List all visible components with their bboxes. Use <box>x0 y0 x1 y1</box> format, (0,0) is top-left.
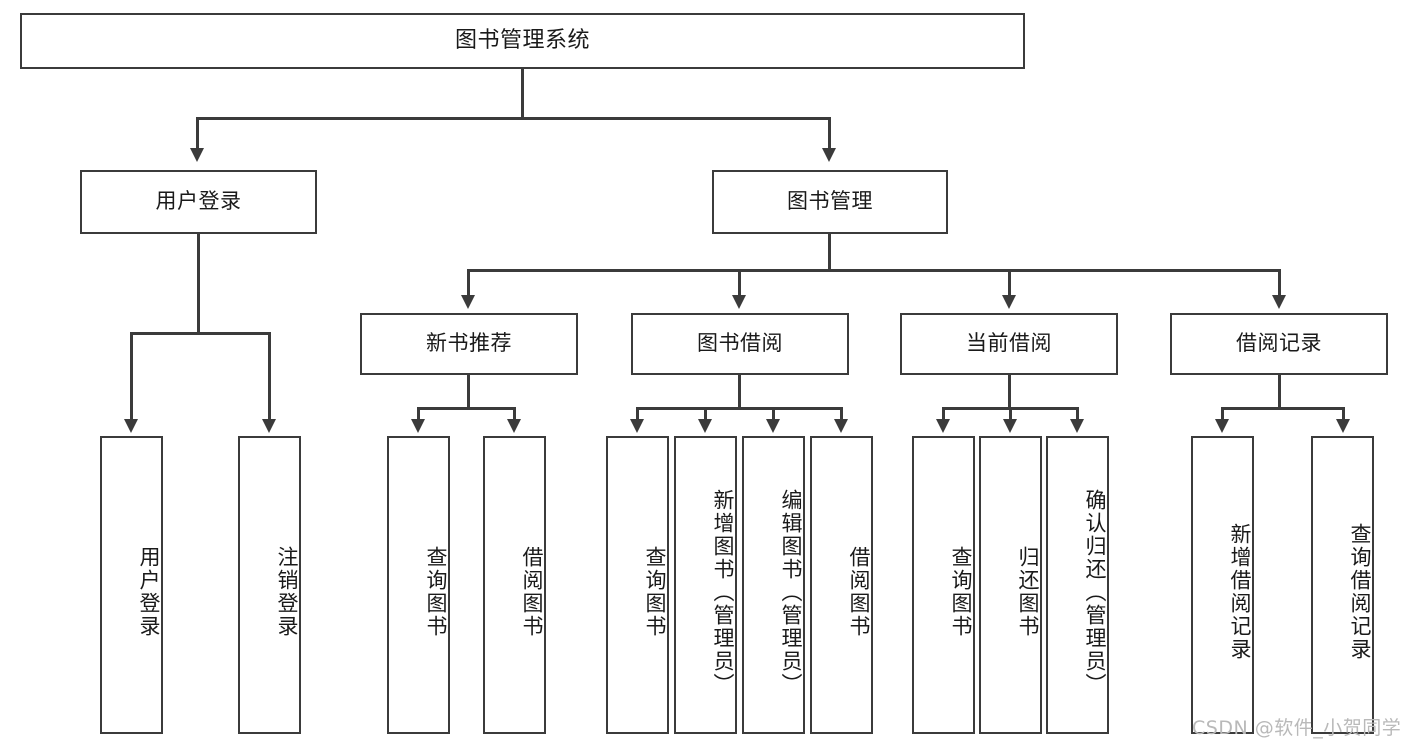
connector-bb-leaf4 <box>840 407 843 421</box>
connector-bm-to-book-borrow <box>738 269 741 297</box>
connector-nbr-trunk <box>467 375 470 409</box>
connector-user-login-bus <box>131 332 270 335</box>
node-user-login[interactable]: 用户登录 <box>80 170 317 234</box>
connector-br-leaf2 <box>1342 407 1345 421</box>
connector-bb-leaf1 <box>636 407 639 421</box>
connector-book-manage-trunk <box>828 234 831 271</box>
connector-root-trunk <box>521 69 524 118</box>
watermark-credit: CSDN @软件_小贺同学 <box>1192 717 1402 739</box>
connector-bm-to-new-book <box>467 269 470 297</box>
arrow-nbr-leaf2 <box>507 419 521 433</box>
connector-nbr-leaf1 <box>417 407 420 421</box>
leaf-borrow-book-1[interactable]: 借阅图书 <box>483 436 546 734</box>
leaf-return-book[interactable]: 归还图书 <box>979 436 1042 734</box>
connector-book-manage-bus <box>468 269 1280 272</box>
node-book-manage[interactable]: 图书管理 <box>712 170 948 234</box>
leaf-query-record[interactable]: 查询借阅记录 <box>1311 436 1374 734</box>
arrow-bb-leaf2 <box>698 419 712 433</box>
arrow-user-login-leaf1 <box>124 419 138 433</box>
arrow-cb-leaf3 <box>1070 419 1084 433</box>
leaf-confirm-return[interactable]: 确认归还（管理员） <box>1046 436 1109 734</box>
node-root-system[interactable]: 图书管理系统 <box>20 13 1025 69</box>
leaf-label: 用户登录 <box>137 546 161 638</box>
connector-bb-leaf3 <box>772 407 775 421</box>
arrow-bb-leaf1 <box>630 419 644 433</box>
arrow-bm-to-book-borrow <box>732 295 746 309</box>
arrow-br-leaf1 <box>1215 419 1229 433</box>
connector-bb-bus <box>637 407 843 410</box>
connector-root-to-book-manage <box>828 117 831 150</box>
leaf-edit-book[interactable]: 编辑图书（管理员） <box>742 436 805 734</box>
arrow-root-to-book-manage <box>822 148 836 162</box>
arrow-bm-to-new-book <box>461 295 475 309</box>
node-current-borrow[interactable]: 当前借阅 <box>900 313 1118 375</box>
arrow-user-login-leaf2 <box>262 419 276 433</box>
leaf-add-book[interactable]: 新增图书（管理员） <box>674 436 737 734</box>
leaf-add-record[interactable]: 新增借阅记录 <box>1191 436 1254 734</box>
leaf-query-book-3[interactable]: 查询图书 <box>912 436 975 734</box>
leaf-label: 编辑图书（管理员） <box>779 488 803 696</box>
connector-bb-leaf2 <box>704 407 707 421</box>
connector-cb-leaf1 <box>942 407 945 421</box>
arrow-nbr-leaf1 <box>411 419 425 433</box>
arrow-bb-leaf4 <box>834 419 848 433</box>
connector-bb-trunk <box>738 375 741 409</box>
connector-root-to-user-login <box>196 117 199 150</box>
node-book-borrow[interactable]: 图书借阅 <box>631 313 849 375</box>
connector-user-login-leaf1 <box>130 332 133 421</box>
leaf-query-book-1[interactable]: 查询图书 <box>387 436 450 734</box>
node-new-book-recommend[interactable]: 新书推荐 <box>360 313 578 375</box>
connector-user-login-trunk <box>197 234 200 334</box>
connector-br-bus <box>1222 407 1344 410</box>
leaf-user-login[interactable]: 用户登录 <box>100 436 163 734</box>
leaf-label: 查询图书 <box>949 546 973 638</box>
connector-cb-trunk <box>1008 375 1011 409</box>
connector-br-leaf1 <box>1221 407 1224 421</box>
leaf-label: 注销登录 <box>275 546 299 638</box>
arrow-cb-leaf1 <box>936 419 950 433</box>
connector-root-bus <box>197 117 831 120</box>
leaf-label: 借阅图书 <box>847 546 871 638</box>
leaf-label: 查询借阅记录 <box>1348 523 1372 661</box>
arrow-br-leaf2 <box>1336 419 1350 433</box>
leaf-label: 确认归还（管理员） <box>1083 488 1107 696</box>
leaf-query-book-2[interactable]: 查询图书 <box>606 436 669 734</box>
connector-cb-leaf3 <box>1076 407 1079 421</box>
connector-bm-to-borrow-record <box>1278 269 1281 297</box>
arrow-root-to-user-login <box>190 148 204 162</box>
leaf-label: 新增图书（管理员） <box>711 488 735 696</box>
connector-br-trunk <box>1278 375 1281 409</box>
connector-bm-to-current-borrow <box>1008 269 1011 297</box>
arrow-bm-to-current-borrow <box>1002 295 1016 309</box>
node-borrow-record[interactable]: 借阅记录 <box>1170 313 1388 375</box>
leaf-label: 查询图书 <box>424 546 448 638</box>
arrow-cb-leaf2 <box>1003 419 1017 433</box>
connector-cb-leaf2 <box>1009 407 1012 421</box>
arrow-bm-to-borrow-record <box>1272 295 1286 309</box>
connector-nbr-leaf2 <box>513 407 516 421</box>
connector-user-login-leaf2 <box>268 332 271 421</box>
leaf-label: 归还图书 <box>1016 546 1040 638</box>
arrow-bb-leaf3 <box>766 419 780 433</box>
leaf-logout[interactable]: 注销登录 <box>238 436 301 734</box>
leaf-label: 查询图书 <box>643 546 667 638</box>
leaf-label: 新增借阅记录 <box>1228 523 1252 661</box>
connector-nbr-bus <box>418 407 516 410</box>
leaf-label: 借阅图书 <box>520 546 544 638</box>
leaf-borrow-book-2[interactable]: 借阅图书 <box>810 436 873 734</box>
